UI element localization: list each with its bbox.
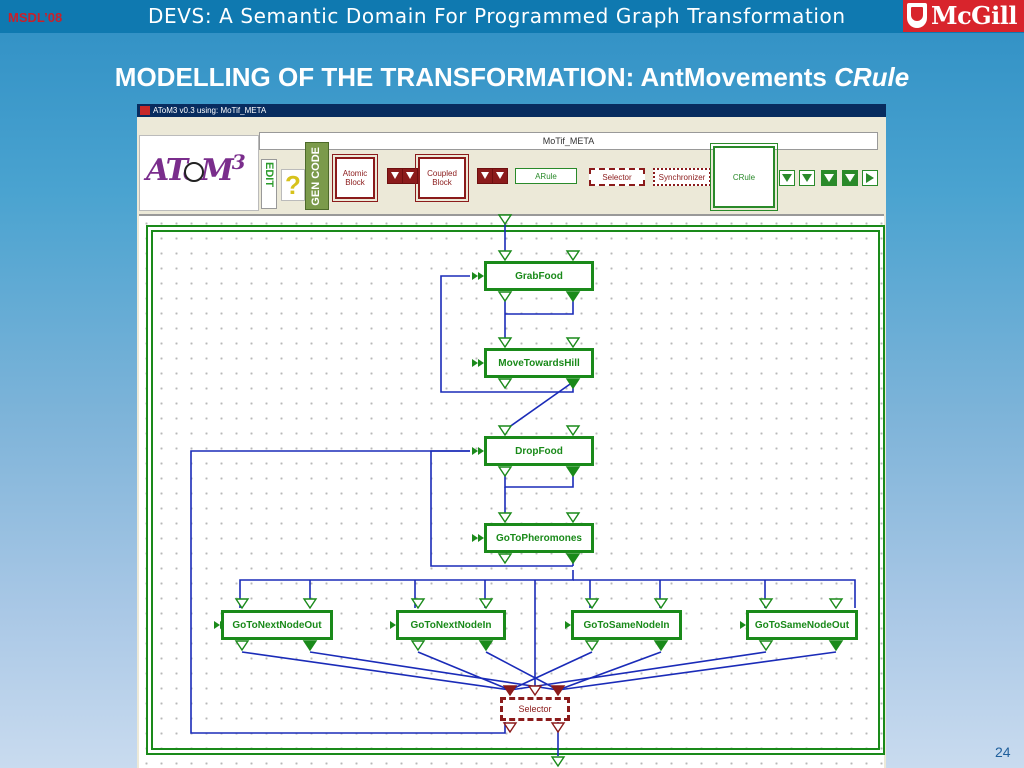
out-port-icon xyxy=(497,553,513,565)
atomic-port-out-button[interactable] xyxy=(402,168,418,184)
out-port-icon xyxy=(410,640,426,652)
out-port-icon xyxy=(497,466,513,478)
selector-button[interactable]: Selector xyxy=(589,168,645,186)
in-port-icon xyxy=(497,425,513,437)
in-port-icon xyxy=(497,337,513,349)
crule-inner-border xyxy=(151,230,880,750)
in-port-icon xyxy=(565,250,581,262)
in-port-icon xyxy=(497,512,513,524)
control-in-icon xyxy=(472,447,478,455)
in-port-icon xyxy=(584,598,600,610)
out-port-icon xyxy=(565,378,581,390)
in-port-icon xyxy=(565,512,581,524)
in-port-icon xyxy=(234,598,250,610)
control-in-icon xyxy=(740,621,746,629)
in-port-icon xyxy=(758,598,774,610)
slide-top-bar xyxy=(0,0,1024,33)
green-port-icon[interactable] xyxy=(842,170,858,186)
input-port-icon xyxy=(497,214,513,226)
arule-button[interactable]: ARule xyxy=(515,168,577,184)
in-port-icon xyxy=(828,598,844,610)
slide-title-italic: CRule xyxy=(834,62,910,92)
edit-button[interactable]: EDIT xyxy=(261,159,277,209)
logo-superscript: 3 xyxy=(231,150,246,174)
in-port-icon xyxy=(302,598,318,610)
in-port-icon xyxy=(565,425,581,437)
crule-button[interactable]: CRule xyxy=(710,143,778,211)
slide-header-title: DEVS: A Semantic Domain For Programmed G… xyxy=(148,4,846,28)
out-port-icon xyxy=(828,640,844,652)
node-dropfood[interactable]: DropFood xyxy=(484,436,594,466)
node-movetowardshill[interactable]: MoveTowardsHill xyxy=(484,348,594,378)
page-number: 24 xyxy=(995,744,1011,760)
out-port-icon xyxy=(565,291,581,303)
window-title-bar: AToM3 v0.3 using: MoTif_META xyxy=(137,104,886,117)
out-port-icon xyxy=(653,640,669,652)
crest-icon xyxy=(907,3,927,28)
gen-code-button[interactable]: GEN CODE xyxy=(305,142,329,210)
selector-in-port-icon xyxy=(527,685,543,697)
out-port-icon xyxy=(758,640,774,652)
node-gotonextnodein[interactable]: GoToNextNodeIn xyxy=(396,610,506,640)
control-in-icon xyxy=(478,272,484,280)
node-gotopheromones[interactable]: GoToPheromones xyxy=(484,523,594,553)
meta-model-name: MoTif_META xyxy=(259,132,878,150)
node-gotosamenodein[interactable]: GoToSameNodeIn xyxy=(571,610,682,640)
green-port-icon[interactable] xyxy=(779,170,795,186)
atomic-block-button[interactable]: Atomic Block xyxy=(332,154,378,202)
green-port-icon[interactable] xyxy=(799,170,815,186)
output-port-icon xyxy=(550,756,566,768)
control-in-icon xyxy=(478,447,484,455)
node-grabfood[interactable]: GrabFood xyxy=(484,261,594,291)
out-port-icon xyxy=(478,640,494,652)
logo-eye-icon xyxy=(184,162,204,182)
out-port-icon xyxy=(234,640,250,652)
edit-button-label: EDIT xyxy=(263,162,275,188)
synchronizer-button[interactable]: Synchronizer xyxy=(653,168,711,186)
selector-in-port-icon xyxy=(502,685,518,697)
app-icon xyxy=(140,106,150,115)
in-port-icon xyxy=(653,598,669,610)
green-port-icon[interactable] xyxy=(821,170,837,186)
diagram-canvas[interactable] xyxy=(139,214,884,768)
control-in-icon xyxy=(565,621,571,629)
coupled-block-button[interactable]: Coupled Block xyxy=(415,154,469,202)
crule-outer-border xyxy=(146,225,885,755)
out-port-icon xyxy=(497,291,513,303)
out-port-icon xyxy=(497,378,513,390)
control-in-icon xyxy=(472,534,478,542)
control-in-icon xyxy=(472,272,478,280)
node-selector[interactable]: Selector xyxy=(500,697,570,721)
out-port-icon xyxy=(565,553,581,565)
out-port-icon xyxy=(302,640,318,652)
conference-tag: MSDL’08 xyxy=(8,10,63,25)
in-port-icon xyxy=(410,598,426,610)
atom3-logo: AToM3 xyxy=(139,135,259,211)
selector-out-port-icon xyxy=(502,722,518,734)
slide-title: MODELLING OF THE TRANSFORMATION: AntMove… xyxy=(0,62,1024,93)
in-port-icon xyxy=(497,250,513,262)
help-button[interactable]: ? xyxy=(281,169,305,201)
mcgill-logo-text: McGill xyxy=(931,1,1018,30)
mcgill-logo: McGill xyxy=(903,0,1024,32)
selector-out-port-icon xyxy=(550,722,566,734)
control-in-icon xyxy=(478,534,484,542)
node-gotosamenodeout[interactable]: GoToSameNodeOut xyxy=(746,610,858,640)
in-port-icon xyxy=(478,598,494,610)
selector-in-port-icon xyxy=(550,685,566,697)
out-port-icon xyxy=(565,466,581,478)
window-title: AToM3 v0.3 using: MoTif_META xyxy=(153,106,267,115)
green-play-icon[interactable] xyxy=(862,170,878,186)
control-in-icon xyxy=(214,621,220,629)
control-in-icon xyxy=(478,359,484,367)
control-in-icon xyxy=(472,359,478,367)
control-in-icon xyxy=(390,621,396,629)
slide-title-main: MODELLING OF THE TRANSFORMATION: AntMove… xyxy=(114,62,835,92)
coupled-port-out-button[interactable] xyxy=(492,168,508,184)
in-port-icon xyxy=(565,337,581,349)
node-gotonextnodeout[interactable]: GoToNextNodeOut xyxy=(221,610,333,640)
out-port-icon xyxy=(584,640,600,652)
